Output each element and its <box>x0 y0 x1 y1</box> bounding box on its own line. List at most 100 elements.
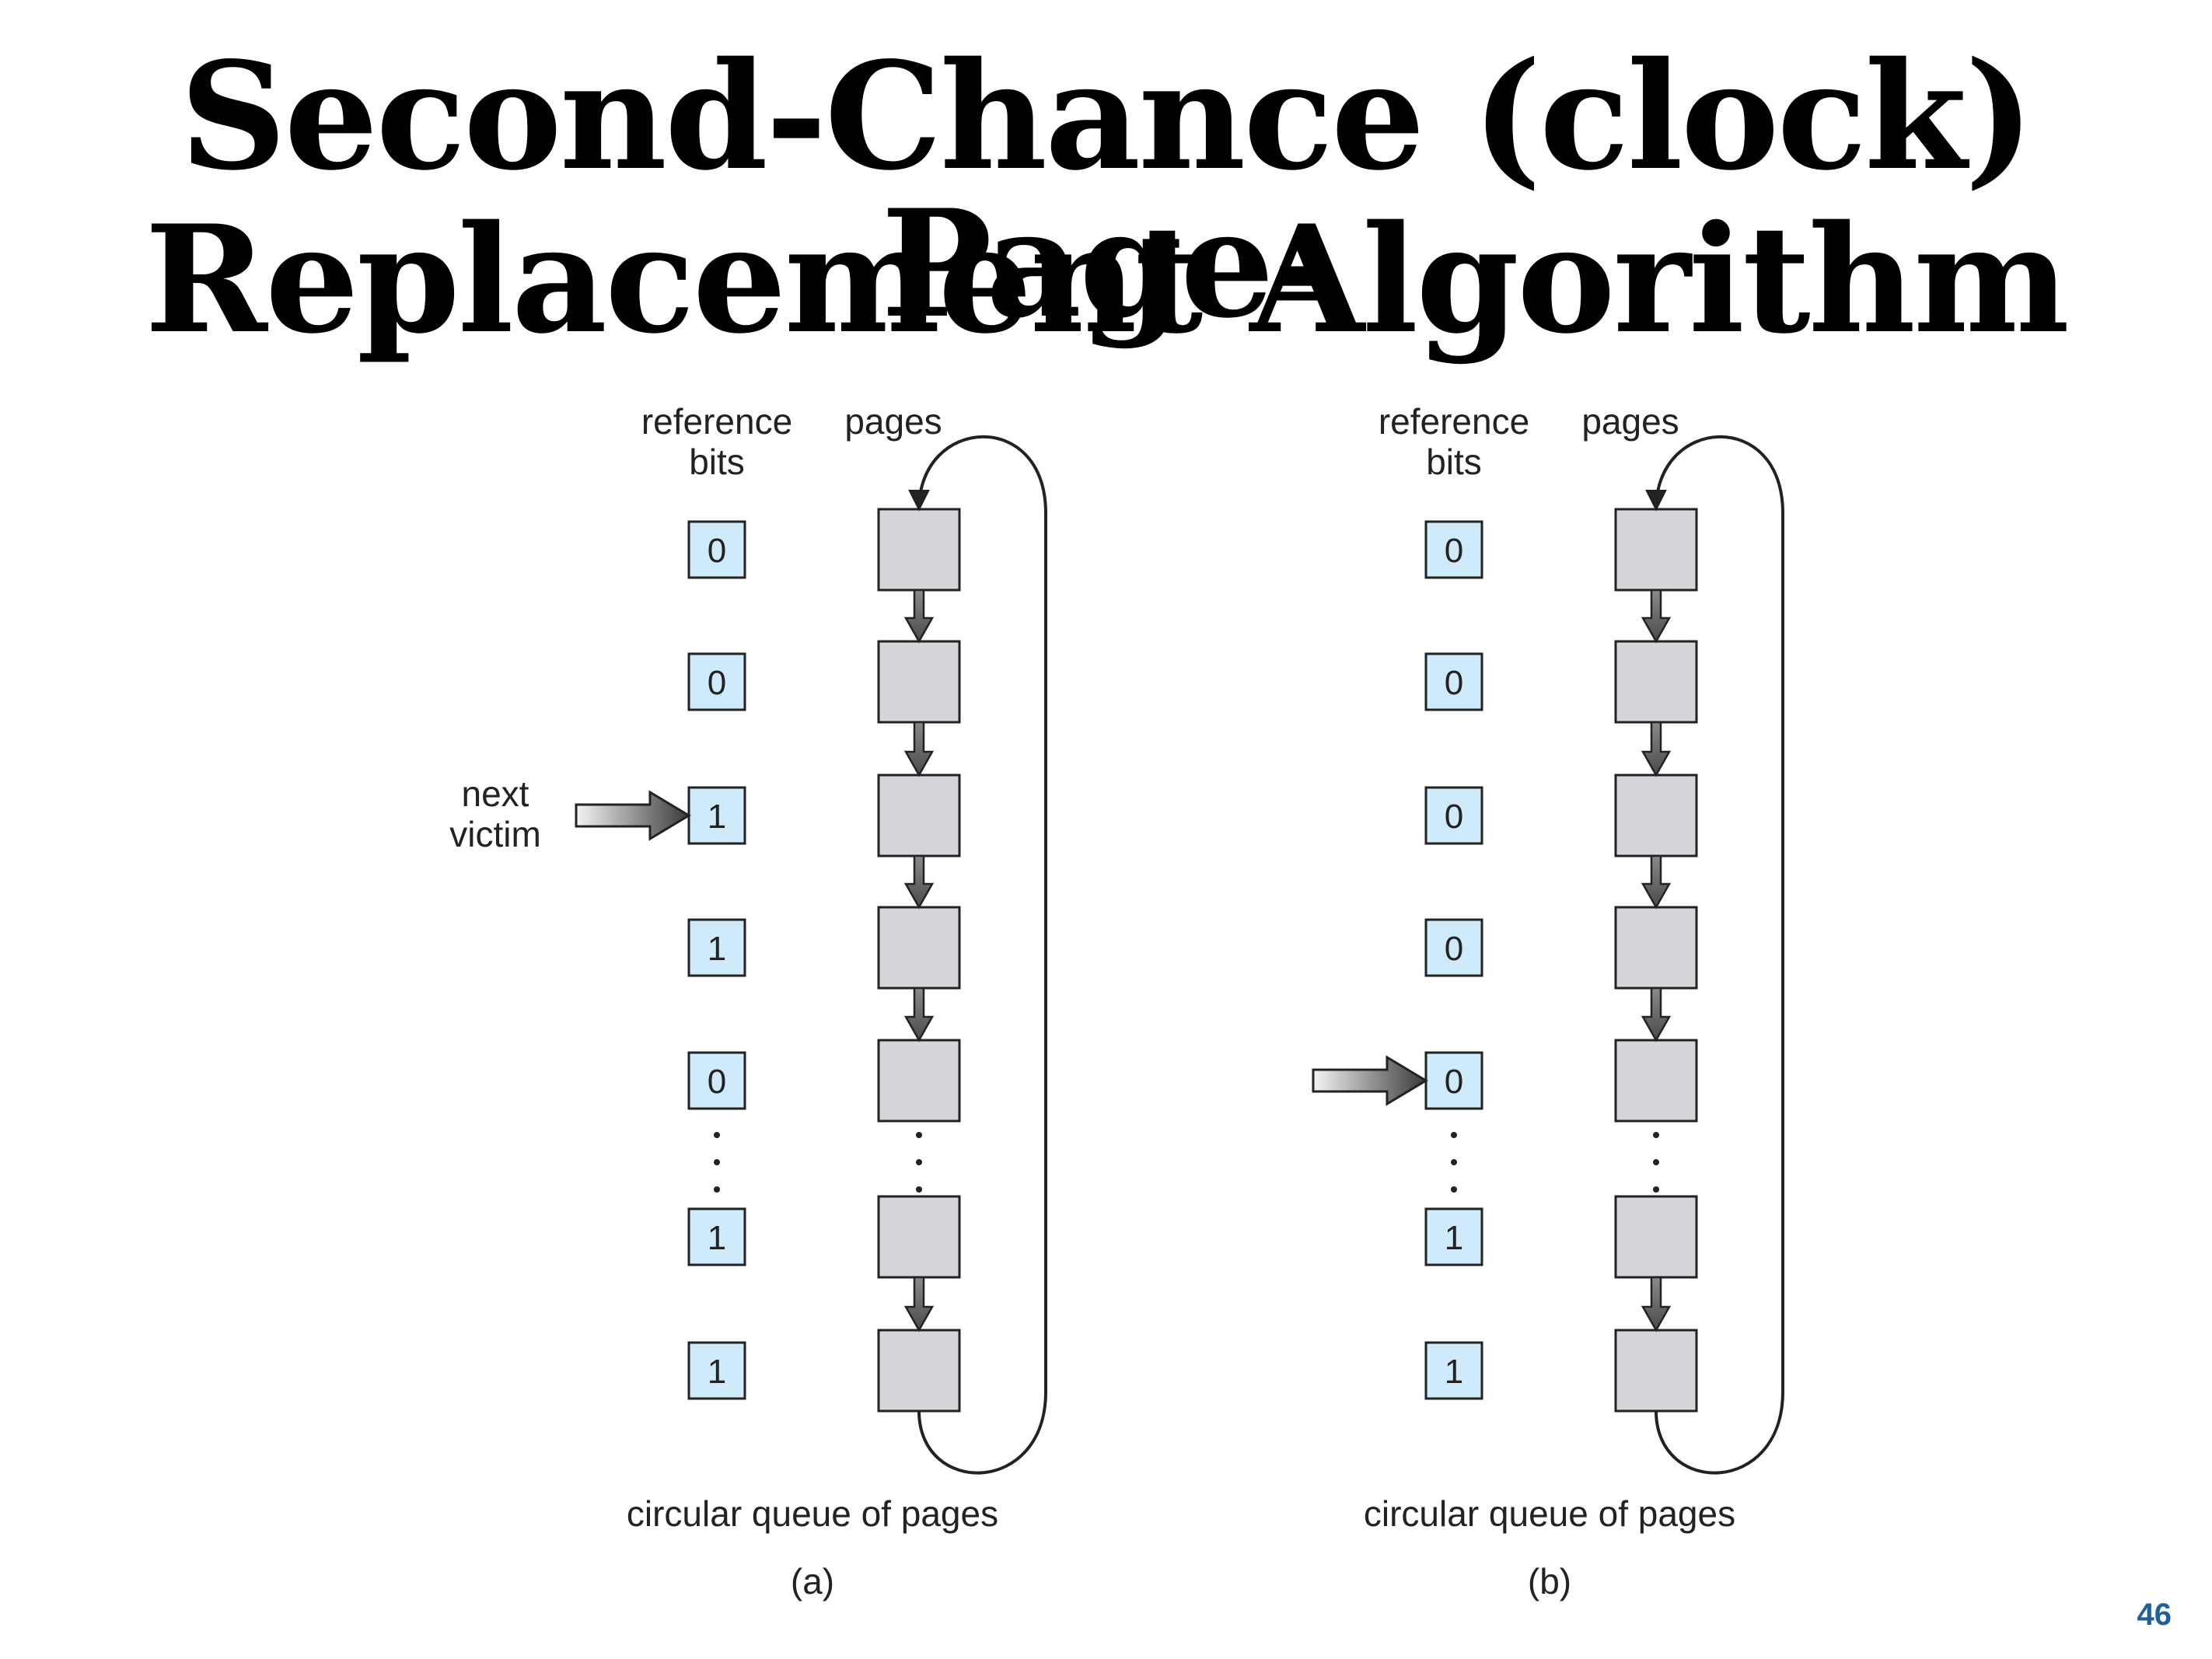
reference-bit-box: 1 <box>687 1341 746 1400</box>
ellipsis-dot <box>1451 1132 1457 1138</box>
ellipsis-dot <box>714 1186 720 1193</box>
page-box <box>877 640 961 724</box>
ellipsis-dot <box>1451 1159 1457 1165</box>
page-box <box>1614 1329 1698 1413</box>
slide-title-line-1: Second-Chance (clock) Page- <box>180 30 2034 351</box>
reference-bit-value: 1 <box>708 930 726 968</box>
reference-bit-box: 0 <box>1424 520 1483 579</box>
page-box <box>877 1329 961 1413</box>
reference-bit-box: 1 <box>1424 1207 1483 1266</box>
reference-bit-box: 0 <box>1424 1051 1483 1110</box>
next-victim-pointer-arrow <box>1312 1055 1428 1106</box>
header-reference: reference <box>1379 401 1529 442</box>
slide-title-line-2: Replacement Algorithm <box>145 193 2070 366</box>
reference-bit-box: 1 <box>687 1207 746 1266</box>
circular-queue-loop <box>908 435 1047 1475</box>
reference-bit-value: 1 <box>708 798 726 836</box>
reference-bit-box: 1 <box>687 786 746 845</box>
reference-bit-box: 0 <box>1424 786 1483 845</box>
bit-box-rect <box>687 918 746 977</box>
reference-bit-box: 0 <box>687 652 746 711</box>
reference-bit-value: 0 <box>1445 664 1463 702</box>
bit-box-rect <box>1424 1051 1483 1110</box>
reference-bit-value: 0 <box>1445 798 1463 836</box>
pointer-label-victim: victim <box>449 814 541 854</box>
reference-bit-value: 0 <box>708 664 726 702</box>
page-box <box>1614 1039 1698 1123</box>
page-box <box>1614 774 1698 857</box>
reference-bit-value: 1 <box>1445 1219 1463 1257</box>
next-page-arrow <box>1641 589 1672 644</box>
reference-bit-box: 0 <box>1424 652 1483 711</box>
ellipsis-dot <box>1653 1132 1659 1138</box>
next-page-arrow <box>1641 987 1672 1043</box>
reference-bit-value: 0 <box>1445 930 1463 968</box>
bit-box-rect <box>687 786 746 845</box>
next-page-arrow <box>1641 854 1672 910</box>
header-reference: reference <box>641 401 792 442</box>
diagram-caption: (b) <box>1528 1561 1571 1601</box>
reference-bit-value: 0 <box>1445 1063 1463 1101</box>
reference-bit-value: 0 <box>708 1063 726 1101</box>
next-page-arrow <box>903 1276 935 1332</box>
next-page-arrow <box>1641 1276 1672 1332</box>
bit-box-rect <box>687 520 746 579</box>
page-box <box>1614 906 1698 990</box>
slide-number: 46 <box>2137 1598 2172 1632</box>
page-box <box>1614 508 1698 592</box>
bit-box-rect <box>1424 1207 1483 1266</box>
header-pages: pages <box>844 401 942 442</box>
bit-box-rect <box>1424 1341 1483 1400</box>
bit-box-rect <box>1424 520 1483 579</box>
page-box <box>877 774 961 857</box>
reference-bit-value: 1 <box>708 1219 726 1257</box>
bit-box-rect <box>687 1341 746 1400</box>
bit-box-rect <box>687 1051 746 1110</box>
ellipsis-dot <box>1653 1159 1659 1165</box>
page-box <box>877 906 961 990</box>
next-page-arrow <box>903 721 935 777</box>
ellipsis-dot <box>1653 1186 1659 1193</box>
next-page-arrow <box>903 854 935 910</box>
ellipsis-dot <box>916 1132 922 1138</box>
reference-bit-box: 0 <box>1424 918 1483 977</box>
reference-bit-box: 0 <box>687 1051 746 1110</box>
next-page-arrow <box>1641 721 1672 777</box>
diagram-caption: (a) <box>791 1561 834 1601</box>
page-box <box>877 508 961 592</box>
reference-bit-value: 1 <box>1445 1353 1463 1391</box>
bit-box-rect <box>1424 918 1483 977</box>
bit-box-rect <box>1424 652 1483 711</box>
bit-box-rect <box>687 652 746 711</box>
ellipsis-dot <box>916 1159 922 1165</box>
ellipsis-dot <box>1451 1186 1457 1193</box>
bit-box-rect <box>687 1207 746 1266</box>
next-page-arrow <box>903 589 935 644</box>
page-box <box>1614 1195 1698 1279</box>
header-bits: bits <box>1426 442 1482 482</box>
page-box <box>877 1195 961 1279</box>
next-page-arrow <box>903 987 935 1043</box>
circular-queue-label: circular queue of pages <box>627 1493 998 1534</box>
ellipsis-dot <box>916 1186 922 1193</box>
reference-bit-value: 1 <box>708 1353 726 1391</box>
bit-box-rect <box>1424 786 1483 845</box>
reference-bit-value: 0 <box>1445 532 1463 570</box>
ellipsis-dot <box>714 1159 720 1165</box>
reference-bit-box: 1 <box>687 918 746 977</box>
reference-bit-value: 0 <box>708 532 726 570</box>
circular-queue-label: circular queue of pages <box>1364 1493 1735 1534</box>
ellipsis-dot <box>714 1132 720 1138</box>
reference-bit-box: 0 <box>687 520 746 579</box>
header-pages: pages <box>1581 401 1679 442</box>
page-box <box>1614 640 1698 724</box>
header-bits: bits <box>689 442 745 482</box>
page-box <box>877 1039 961 1123</box>
circular-queue-loop <box>1645 435 1784 1475</box>
reference-bit-box: 1 <box>1424 1341 1483 1400</box>
next-victim-pointer-arrow <box>575 790 691 841</box>
pointer-label-next: next <box>462 774 529 814</box>
